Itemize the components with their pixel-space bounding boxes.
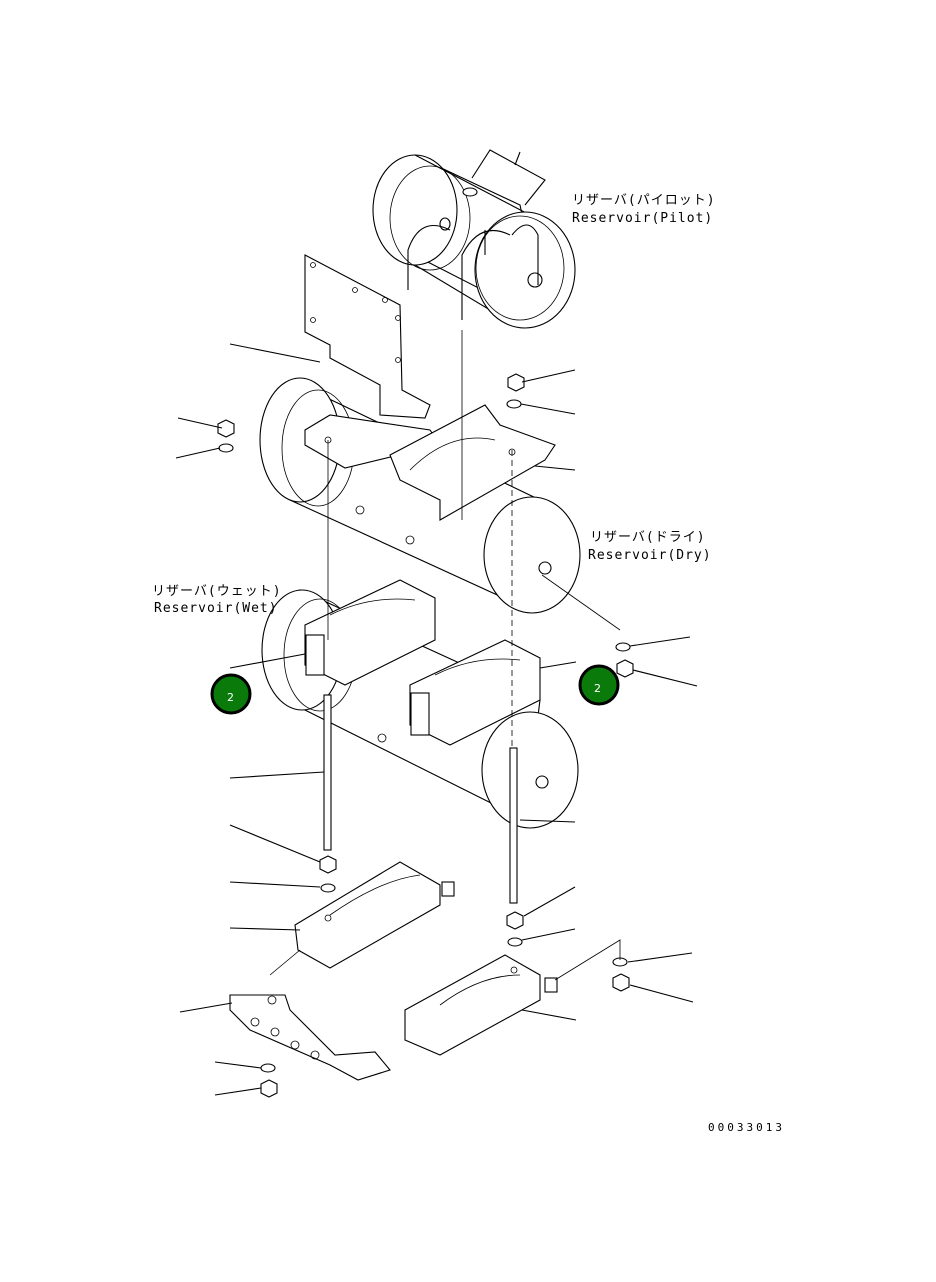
label-dry-jp: リザーバ(ドライ) [590,530,706,545]
svg-text:2: 2 [594,682,601,695]
pilot-reservoir [372,154,576,329]
washer-upper-left [218,443,234,453]
base-link-line-right [554,939,621,981]
washer-bottom [260,1063,276,1073]
washer-lower-left [320,883,336,893]
nut-bottom [260,1079,278,1098]
nut-lower-right [506,911,524,930]
pilot-leader-bracket [471,149,546,206]
label-wet-en: Reservoir(Wet) [154,601,278,616]
label-wet-jp: リザーバ(ウェット) [152,584,282,599]
svg-text:2: 2 [227,691,234,704]
assembly-lines [327,330,621,750]
upper-bracket-right [389,404,556,521]
nut-far-right [612,973,630,992]
lower-bracket-left [294,861,455,969]
base-plate [229,994,391,1081]
nut-lower-left [319,855,337,874]
leader-lines [175,343,698,1096]
label-dry-en: Reservoir(Dry) [588,548,712,563]
pilot-leader [514,151,521,166]
base-link-line [269,949,301,976]
saddle-block-right [409,639,541,746]
washer-upper-right [506,399,522,409]
reference-badge-left[interactable]: 2 [210,673,252,715]
washer-mid-right [615,642,631,652]
label-pilot-en: Reservoir(Pilot) [572,211,713,226]
nut-mid-right [616,659,634,678]
lower-bracket-right [404,954,558,1056]
figure-code: 00033013 [708,1121,785,1134]
label-pilot-jp: リザーバ(パイロット) [572,193,716,208]
nut-upper-left [217,419,235,438]
long-stud-right [509,747,518,904]
long-stud-left [323,694,332,851]
mounting-plate [304,254,431,419]
saddle-block-left [304,579,436,686]
nut-upper-right [507,373,525,392]
washer-lower-right [507,937,523,947]
reference-badge-right[interactable]: 2 [578,664,620,706]
